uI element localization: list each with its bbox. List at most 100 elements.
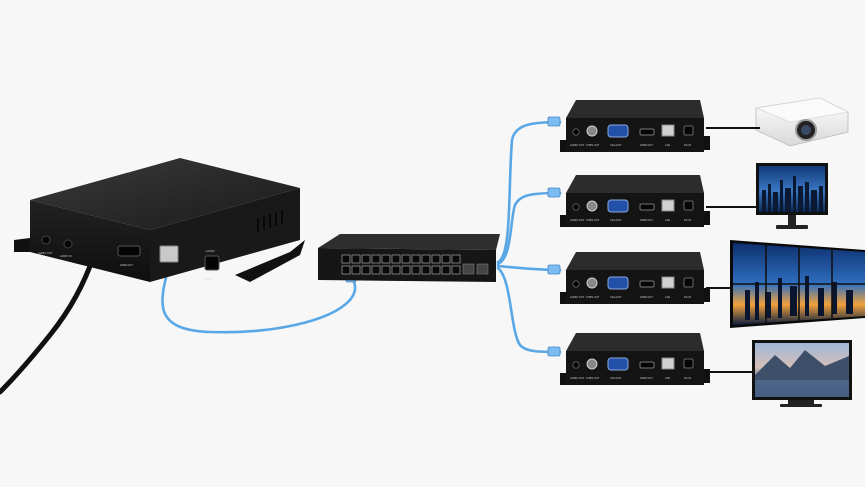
encoder-vents: [257, 210, 283, 232]
switch-port: [371, 254, 381, 264]
rx-vga-port: [607, 124, 629, 138]
rx-audio-label: AUDIO OUT: [570, 143, 585, 147]
switch-sfp-port-1: [462, 263, 475, 275]
rx-cvbs-label: CVBS OUT: [586, 295, 600, 299]
rx-audio-jack: [572, 128, 580, 136]
switch-port: [411, 265, 421, 275]
rx-cvbs-connector: [586, 125, 598, 137]
switch-port: [341, 254, 351, 264]
video-wall-bezels: [733, 244, 865, 323]
rj45-plug-rx1: [547, 116, 561, 127]
switch-port: [361, 254, 371, 264]
rx-dc-label: DC IN: [684, 376, 691, 380]
rx-dc-port: [683, 358, 694, 369]
switch-port: [391, 265, 401, 275]
rx-cvbs-label: CVBS OUT: [586, 143, 600, 147]
rx-hdmi-port: [639, 128, 655, 136]
switch-port: [401, 254, 411, 264]
rx-lan-label: LAN: [665, 143, 670, 147]
projector: [706, 97, 849, 147]
rx-audio-label: AUDIO OUT: [570, 376, 585, 380]
rx-dc-label: DC IN: [684, 218, 691, 222]
switch-port: [431, 265, 441, 275]
switch-port: [341, 265, 351, 275]
rx-vga-label: VGA OUT: [610, 218, 622, 222]
rj45-plug-rx4: [547, 346, 561, 357]
switch-sfp-port-2: [476, 263, 489, 275]
rx-dc-port: [683, 200, 694, 211]
rx-audio-jack: [572, 203, 580, 211]
rx-dc-label: DC IN: [684, 143, 691, 147]
rx-lan-port: [661, 357, 675, 370]
hdmi-cable-black: [0, 247, 99, 395]
switch-port: [441, 265, 451, 275]
dc-sub-label: DC IN: [205, 277, 212, 281]
hdmi-out-port: [117, 245, 141, 257]
switch-port: [351, 265, 361, 275]
switch-port: [381, 254, 391, 264]
audio-in-jack: [63, 239, 73, 249]
rx-vga-port: [607, 276, 629, 290]
switch-port: [421, 265, 431, 275]
hdmi-out-label: HDMI OUT: [120, 263, 133, 267]
audio-in-label: AUDIO IN: [60, 254, 72, 258]
rx-vga-label: VGA OUT: [610, 295, 622, 299]
rx-hdmi-label: HDMI OUT: [640, 376, 653, 380]
rx-lan-label: LAN: [665, 218, 670, 222]
rx-vga-port: [607, 199, 629, 213]
rx-lan-label: LAN: [665, 376, 670, 380]
dc-in-port: [204, 255, 220, 271]
rx-cvbs-connector: [586, 200, 598, 212]
video-wall: [706, 240, 865, 328]
city-skyline-monitor: [762, 176, 823, 212]
ethernet-cables: [161, 120, 562, 354]
rx-dc-label: DC IN: [684, 295, 691, 299]
switch-port: [431, 254, 441, 264]
switch-port: [401, 265, 411, 275]
rx-hdmi-port: [639, 280, 655, 288]
rx-cvbs-label: CVBS OUT: [586, 376, 600, 380]
audio-out-jack: [41, 235, 51, 245]
rx-lan-port: [661, 124, 675, 137]
switch-port: [361, 265, 371, 275]
ethernet-cable-switch-to-rx4: [496, 266, 562, 354]
network-switch: [318, 234, 500, 282]
rx-hdmi-label: HDMI OUT: [640, 295, 653, 299]
switch-port: [391, 254, 401, 264]
rx-audio-label: AUDIO OUT: [570, 218, 585, 222]
rx-cvbs-connector: [586, 277, 598, 289]
rj45-plug-rx2: [547, 187, 561, 198]
ethernet-cable-switch-to-rx2: [496, 191, 562, 266]
switch-port: [451, 254, 461, 264]
switch-port: [371, 265, 381, 275]
rx-vga-label: VGA OUT: [610, 143, 622, 147]
rx-cvbs-connector: [586, 358, 598, 370]
switch-port: [351, 254, 361, 264]
rx-lan-label: LAN: [665, 295, 670, 299]
rx-hdmi-port: [639, 203, 655, 211]
switch-port: [381, 265, 391, 275]
switch-port: [441, 254, 451, 264]
rx-hdmi-label: HDMI OUT: [640, 218, 653, 222]
encoder-device: AUDIO OUT AUDIO IN HDMI OUT +12VDC DC IN: [14, 158, 305, 282]
audio-out-label: AUDIO OUT: [38, 251, 53, 255]
switch-port: [451, 265, 461, 275]
ethernet-cable-switch-to-rx1: [496, 120, 562, 264]
rx-hdmi-label: HDMI OUT: [640, 143, 653, 147]
rx-vga-port: [607, 357, 629, 371]
rx-audio-jack: [572, 280, 580, 288]
switch-port-array: [341, 254, 461, 275]
lan-port-encoder: [159, 245, 179, 263]
tv: [706, 340, 852, 407]
rx-cvbs-label: CVBS OUT: [586, 218, 600, 222]
rj45-plug-rx3: [547, 264, 561, 275]
ethernet-cable-encoder-to-switch: [161, 260, 357, 334]
rx-audio-label: AUDIO OUT: [570, 295, 585, 299]
rx-lan-port: [661, 199, 675, 212]
